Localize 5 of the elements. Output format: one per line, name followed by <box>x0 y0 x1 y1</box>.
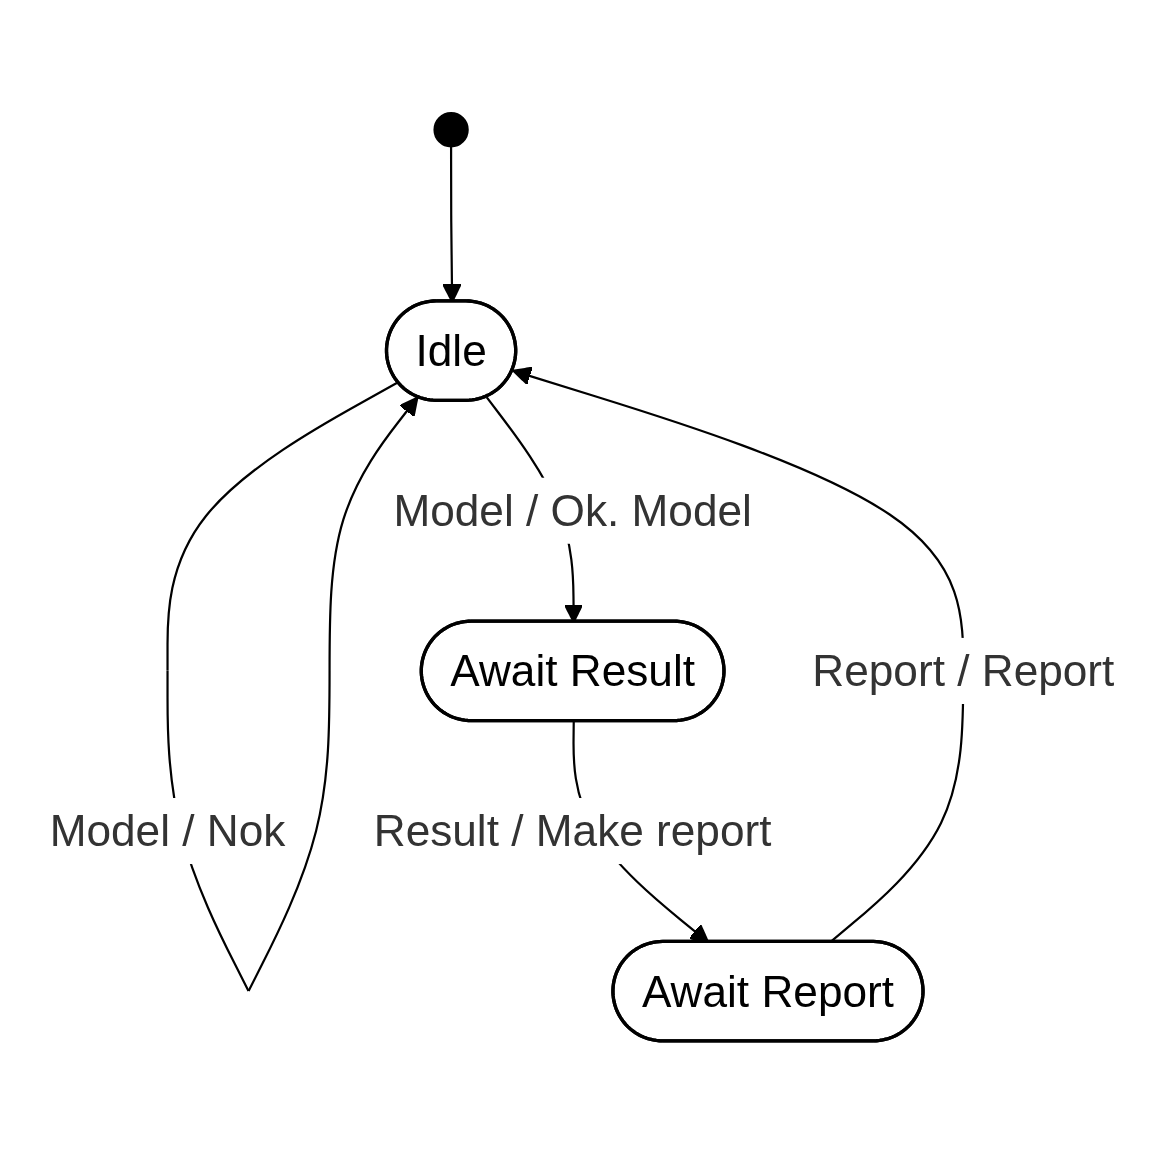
edge-label: Model / Nok <box>49 806 286 855</box>
edge-label: Report / Report <box>812 646 1115 695</box>
edge-label: Model / Ok. Model <box>393 485 752 535</box>
node-circle <box>433 111 469 147</box>
edge-label: Result / Make report <box>373 806 772 855</box>
